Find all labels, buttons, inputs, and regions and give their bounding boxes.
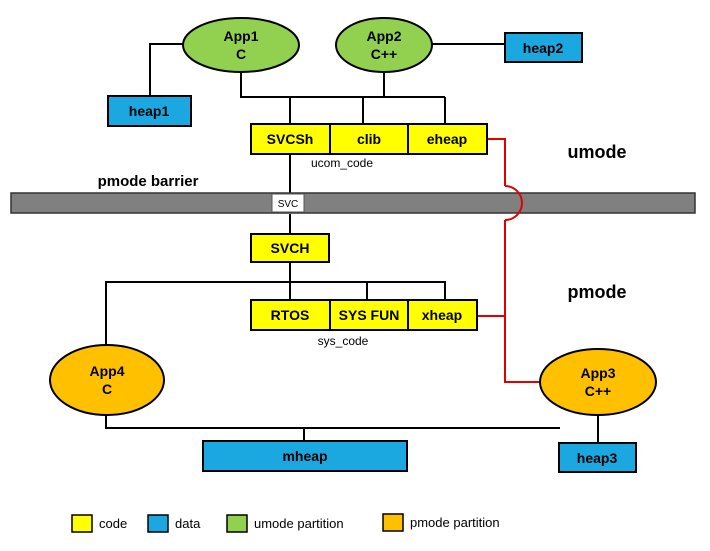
- legend: code data umode partition pmode partitio…: [71, 513, 500, 533]
- app1-partition: [182, 17, 300, 73]
- heap1-block: [107, 95, 192, 127]
- app3-name: App3: [581, 365, 616, 381]
- svch-label: SVCH: [271, 240, 310, 256]
- rtos-label: RTOS: [271, 307, 310, 323]
- clib-label: clib: [357, 131, 381, 147]
- ucom-code-label: ucom_code: [311, 156, 373, 170]
- app4-name: App4: [90, 363, 125, 379]
- app2-name: App2: [367, 28, 402, 44]
- legend-data-label: data: [175, 516, 201, 531]
- barrier-hop-arc: [504, 185, 523, 221]
- pmode-barrier: [10, 192, 696, 214]
- legend-data-swatch: [147, 514, 169, 533]
- app3-lang: C++: [585, 383, 611, 399]
- legend-umode-swatch: [226, 514, 248, 533]
- umode-label: umode: [567, 142, 626, 162]
- sysfun-block: [329, 299, 409, 331]
- eheap-label: eheap: [427, 131, 467, 147]
- sysfun-label: SYS FUN: [339, 307, 400, 323]
- heap2-label: heap2: [523, 40, 564, 56]
- app2-partition: [335, 17, 433, 73]
- partition-crossing-line: [477, 138, 542, 383]
- mheap-label: mheap: [282, 448, 327, 464]
- heap1-label: heap1: [129, 103, 170, 119]
- xheap-label: xheap: [422, 307, 462, 323]
- app3-partition: [539, 348, 657, 416]
- svcsh-block: [250, 123, 331, 155]
- svcsh-label: SVCSh: [267, 131, 314, 147]
- legend-code-label: code: [99, 516, 127, 531]
- eheap-block: [407, 123, 488, 155]
- svc-label: SVC: [278, 199, 299, 210]
- svc-gate: [271, 193, 305, 213]
- pmode-barrier-label: pmode barrier: [98, 173, 199, 190]
- mheap-block: [202, 440, 408, 472]
- legend-pmode-label: pmode partition: [410, 515, 500, 530]
- svch-block: [250, 233, 330, 263]
- sys-code-label: sys_code: [318, 334, 369, 348]
- heap3-label: heap3: [577, 450, 618, 466]
- legend-pmode-swatch: [382, 513, 404, 532]
- xheap-block: [407, 299, 478, 331]
- app1-heap1-connector: [149, 43, 190, 96]
- app4-lang: C: [102, 381, 112, 397]
- app4-partition: [49, 344, 165, 416]
- pmode-bus: [105, 281, 446, 352]
- app1-name: App1: [224, 28, 259, 44]
- pmode-label: pmode: [567, 282, 626, 302]
- legend-code-swatch: [71, 514, 93, 533]
- app1-lang: C: [236, 46, 246, 62]
- app2-lang: C++: [371, 46, 397, 62]
- heap3-block: [558, 442, 637, 473]
- heap2-block: [504, 32, 583, 63]
- umode-bus: [240, 70, 445, 98]
- mheap-bus: [105, 406, 560, 429]
- legend-umode-label: umode partition: [254, 516, 344, 531]
